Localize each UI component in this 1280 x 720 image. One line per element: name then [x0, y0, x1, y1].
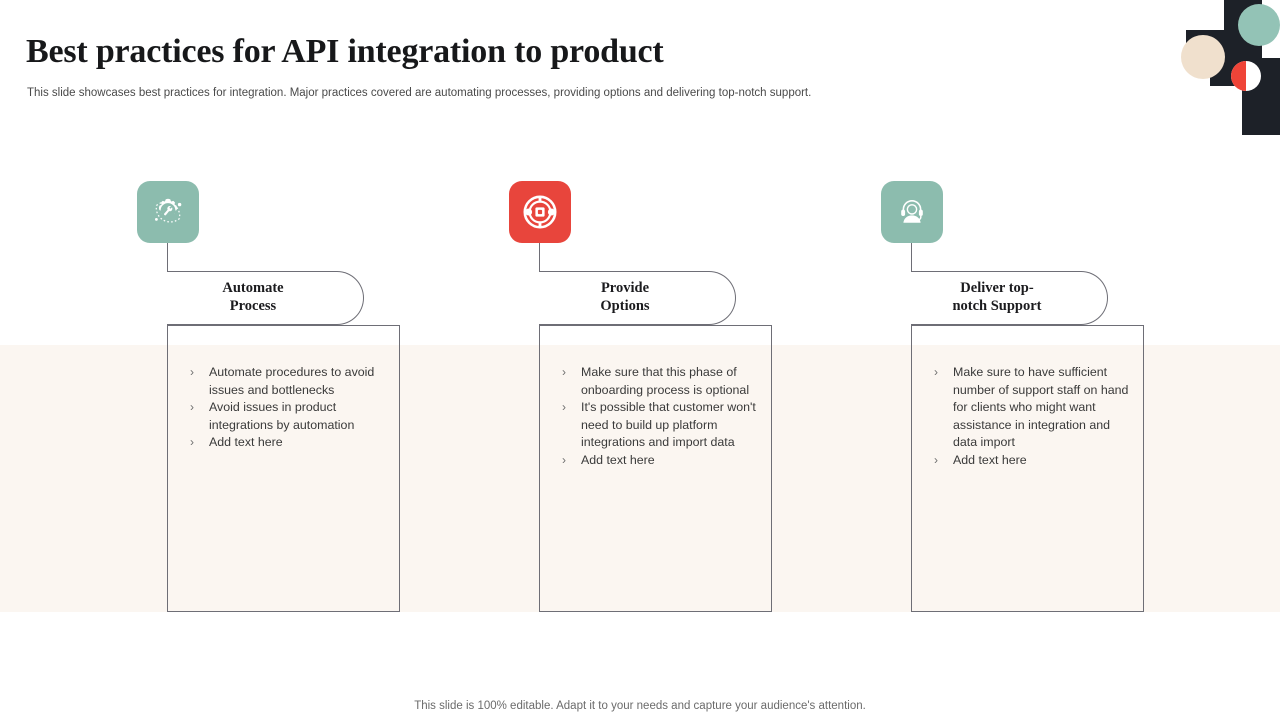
list-item: › It's possible that customer won't need… — [562, 399, 757, 452]
chevron-right-icon: › — [934, 453, 938, 468]
bullet-list: › Automate procedures to avoid issues an… — [190, 364, 385, 452]
content-box-automate-process: › Automate procedures to avoid issues an… — [167, 325, 400, 612]
heading-label: Deliver top- notch Support — [952, 280, 1042, 314]
chevron-right-icon: › — [190, 400, 194, 415]
bullet-list: › Make sure to have sufficient number of… — [934, 364, 1129, 470]
gear-wrench-icon — [148, 192, 188, 232]
connector-line — [911, 243, 912, 271]
badge-provide-options[interactable] — [509, 181, 571, 243]
list-item-text: Make sure that this phase of onboarding … — [581, 365, 750, 397]
chevron-right-icon: › — [562, 453, 566, 468]
badge-deliver-support[interactable] — [881, 181, 943, 243]
chevron-right-icon: › — [190, 435, 194, 450]
list-item: › Automate procedures to avoid issues an… — [190, 364, 385, 399]
list-item: › Avoid issues in product integrations b… — [190, 399, 385, 434]
decorative-circle-teal — [1238, 4, 1280, 46]
list-item-text: It's possible that customer won't need t… — [581, 400, 756, 450]
decorative-corner-graphic — [1170, 0, 1280, 135]
background-band — [0, 345, 1280, 612]
decorative-circle-sand — [1181, 35, 1225, 79]
list-item-text: Avoid issues in product integrations by … — [209, 400, 355, 432]
heading-label: Automate Process — [222, 280, 284, 314]
heading-box-deliver-support[interactable]: Deliver top- notch Support — [911, 271, 1108, 325]
chevron-right-icon: › — [562, 400, 566, 415]
support-headset-icon — [892, 192, 932, 232]
life-buoy-icon — [519, 191, 561, 233]
bullet-list: › Make sure that this phase of onboardin… — [562, 364, 757, 470]
page-title: Best practices for API integration to pr… — [26, 33, 664, 70]
list-item: › Add text here — [190, 434, 385, 452]
heading-box-automate-process[interactable]: Automate Process — [167, 271, 364, 325]
connector-line — [539, 243, 540, 271]
connector-line — [167, 243, 168, 271]
list-item-text: Add text here — [581, 453, 655, 468]
chevron-right-icon: › — [190, 365, 194, 379]
list-item-text: Automate procedures to avoid issues and … — [209, 365, 375, 397]
list-item: › Add text here — [934, 452, 1129, 470]
heading-box-provide-options[interactable]: Provide Options — [539, 271, 736, 325]
list-item: › Make sure to have sufficient number of… — [934, 364, 1129, 452]
list-item: › Make sure that this phase of onboardin… — [562, 364, 757, 399]
list-item: › Add text here — [562, 452, 757, 470]
content-box-deliver-support: › Make sure to have sufficient number of… — [911, 325, 1144, 612]
content-box-provide-options: › Make sure that this phase of onboardin… — [539, 325, 772, 612]
page-subtitle: This slide showcases best practices for … — [27, 87, 812, 99]
heading-label: Provide Options — [600, 280, 650, 314]
decorative-circle-split-red — [1231, 61, 1261, 91]
badge-automate-process[interactable] — [137, 181, 199, 243]
chevron-right-icon: › — [562, 365, 566, 379]
list-item-text: Make sure to have sufficient number of s… — [953, 365, 1129, 450]
list-item-text: Add text here — [209, 435, 283, 450]
chevron-right-icon: › — [934, 365, 938, 379]
list-item-text: Add text here — [953, 453, 1027, 468]
footer-note: This slide is 100% editable. Adapt it to… — [414, 700, 866, 712]
